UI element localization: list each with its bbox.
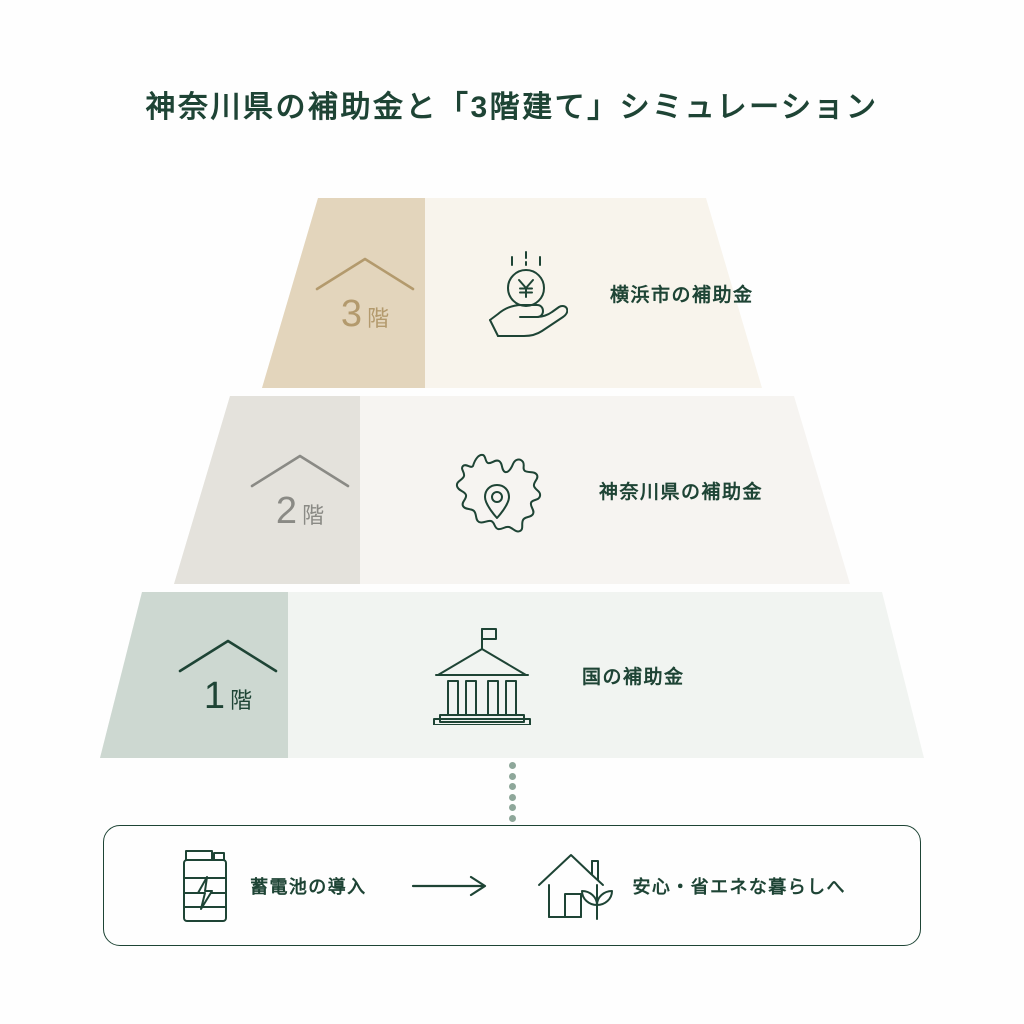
battery-bolt-icon — [183, 849, 228, 922]
tier-1-label: 国の補助金 — [582, 666, 685, 688]
outcome-box[interactable]: 蓄電池の導入 — [103, 825, 921, 946]
connector-dots — [0, 762, 1024, 822]
tier-1-detail-row: 国の補助金 — [430, 592, 685, 758]
kanagawa-map-pin-icon — [455, 453, 542, 533]
tier-2-floor-number: 2 — [275, 490, 298, 532]
roof-chevron-icon — [178, 639, 278, 673]
tier-3-floor-unit: 階 — [367, 306, 390, 331]
tier-3-shape — [262, 198, 762, 388]
tier-2-floor-unit: 階 — [302, 503, 325, 528]
tier-3-floor-badge: 3 階 — [305, 198, 425, 388]
tier-1-floor-number: 1 — [203, 675, 226, 717]
government-building-icon — [433, 628, 531, 725]
tier-2-content: 2 階 神奈川県の補助金 — [50, 396, 974, 584]
roof-chevron-icon — [315, 257, 415, 291]
tier-1-floor-text: 1 階 — [204, 677, 252, 715]
tier-2-detail-row: 神奈川県の補助金 — [445, 396, 763, 584]
page-title: 神奈川県の補助金と「3階建て」シミュレーション — [145, 91, 879, 124]
tier-3-detail-row: 横浜市の補助金 — [482, 198, 754, 388]
tier-1-floor-unit: 階 — [230, 688, 253, 713]
connector-dot — [508, 814, 516, 822]
pyramid-tier-3[interactable]: 3 階 — [50, 198, 974, 388]
tier-2-floor-text: 2 階 — [276, 492, 324, 530]
tier-3-floor-text: 3 階 — [341, 295, 389, 333]
roof-chevron-icon — [250, 454, 350, 488]
connector-dot — [508, 772, 516, 780]
connector-dot — [508, 783, 516, 791]
tier-3-label: 横浜市の補助金 — [610, 284, 754, 306]
tier-3-floor-number: 3 — [340, 293, 363, 335]
connector-dot — [508, 762, 516, 769]
pyramid-tier-1[interactable]: 1 階 — [50, 592, 974, 758]
connector-dot — [508, 793, 516, 801]
connector-dot — [508, 804, 516, 812]
tier-3-content: 3 階 — [50, 198, 974, 388]
tier-1-floor-badge: 1 階 — [168, 592, 288, 758]
tier-2-label: 神奈川県の補助金 — [599, 481, 764, 503]
house-leaf-icon — [537, 853, 613, 920]
tier-1-content: 1 階 — [50, 592, 974, 758]
outcome-right-item: 安心・省エネな暮らしへ — [535, 847, 846, 925]
outcome-inner: 蓄電池の導入 — [178, 847, 846, 925]
tier-2-shape — [174, 396, 850, 584]
outcome-left-text: 蓄電池の導入 — [250, 876, 367, 897]
arrow-right-icon — [411, 875, 486, 896]
pyramid-diagram: 3 階 — [50, 198, 974, 758]
tier-2-floor-badge: 2 階 — [240, 396, 360, 584]
outcome-right-text: 安心・省エネな暮らしへ — [632, 876, 846, 897]
hand-with-yen-coin-icon — [489, 251, 568, 337]
pyramid-tier-2[interactable]: 2 階 神奈川県の補助金 — [50, 396, 974, 584]
outcome-left-item: 蓄電池の導入 — [178, 847, 366, 925]
